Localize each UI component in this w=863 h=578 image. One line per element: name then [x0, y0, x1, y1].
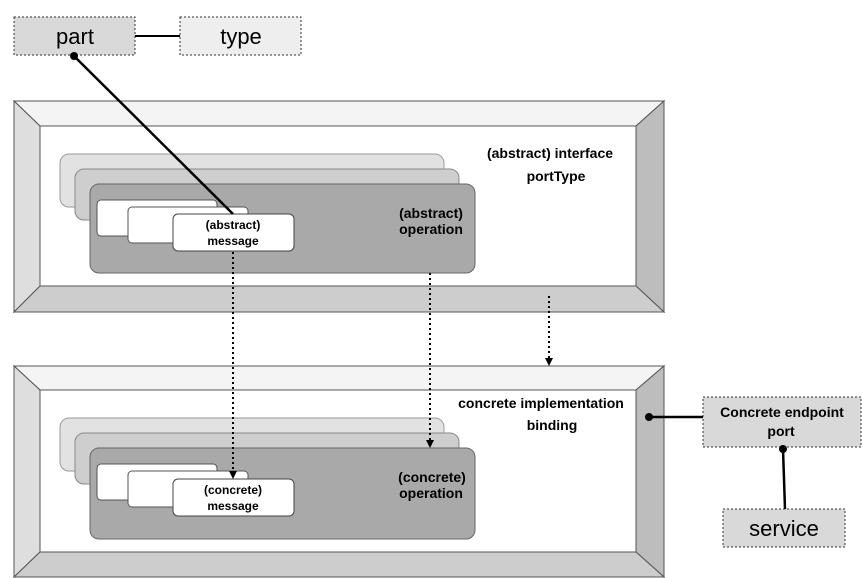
- type-box: [179, 16, 302, 56]
- binding-label-1: concrete implementation: [458, 395, 624, 411]
- endpoint-box: [702, 396, 862, 448]
- concrete-message-label-2: message: [207, 499, 259, 513]
- concrete-message-box: [172, 478, 295, 517]
- concrete-message-label-1: (concrete): [204, 483, 262, 497]
- part-label: part: [56, 24, 94, 49]
- binding-connector-dot: [645, 413, 653, 421]
- endpoint-connector-dot: [779, 445, 787, 453]
- service-endpoint-connector: [781, 448, 787, 510]
- abstract-message-label-1: (abstract): [206, 218, 261, 232]
- endpoint-label-2: port: [767, 423, 795, 439]
- concrete-operation-label-2: operation: [399, 485, 463, 501]
- part-message-connector: [73, 55, 234, 215]
- type-label: type: [220, 24, 262, 49]
- binding-label-2: binding: [527, 417, 578, 433]
- part-connector-dot: [70, 52, 78, 60]
- abstract-message-box: [172, 213, 295, 252]
- endpoint-label-1: Concrete endpoint: [720, 404, 844, 420]
- service-label: service: [749, 516, 819, 541]
- interface-label-1: (abstract) interface: [487, 145, 613, 161]
- interface-label-2: portType: [527, 168, 586, 184]
- concrete-operation-label-1: (concrete): [398, 469, 466, 485]
- abstract-operation-label-2: operation: [399, 221, 463, 237]
- abstract-operation-label-1: (abstract): [399, 205, 463, 221]
- abstract-message-label-2: message: [207, 234, 259, 248]
